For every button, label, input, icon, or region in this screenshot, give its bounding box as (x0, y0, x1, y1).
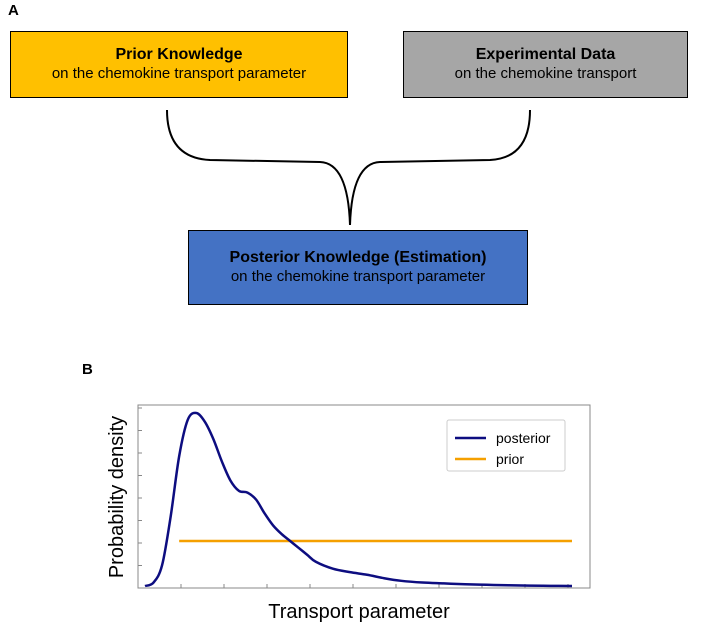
posterior-knowledge-box: Posterior Knowledge (Estimation) on the … (188, 230, 528, 305)
prior-knowledge-box: Prior Knowledge on the chemokine transpo… (10, 31, 348, 98)
posterior-knowledge-title: Posterior Knowledge (Estimation) (229, 249, 487, 267)
density-chart: posterior prior Probability density Tran… (106, 404, 591, 623)
brace-path (166, 109, 531, 226)
panel-b-label: B (82, 361, 93, 378)
series-lines (144, 411, 573, 588)
y-axis-label: Probability density (106, 416, 128, 578)
experimental-data-box: Experimental Data on the chemokine trans… (403, 31, 688, 98)
posterior-knowledge-subtitle: on the chemokine transport parameter (230, 268, 486, 286)
legend-label-posterior: posterior (496, 430, 551, 446)
axis-ticks (138, 407, 569, 588)
legend: posterior prior (446, 419, 566, 472)
experimental-data-title: Experimental Data (475, 46, 616, 64)
series-line-posterior (144, 411, 573, 588)
panel-a-label: A (8, 2, 19, 19)
combining-brace (166, 109, 531, 226)
legend-label-prior: prior (496, 451, 524, 467)
experimental-data-subtitle: on the chemokine transport (454, 65, 637, 83)
prior-knowledge-title: Prior Knowledge (115, 46, 243, 64)
prior-knowledge-subtitle: on the chemokine transport parameter (51, 65, 307, 83)
x-axis-label: Transport parameter (268, 601, 450, 623)
plot-frame (137, 404, 591, 589)
